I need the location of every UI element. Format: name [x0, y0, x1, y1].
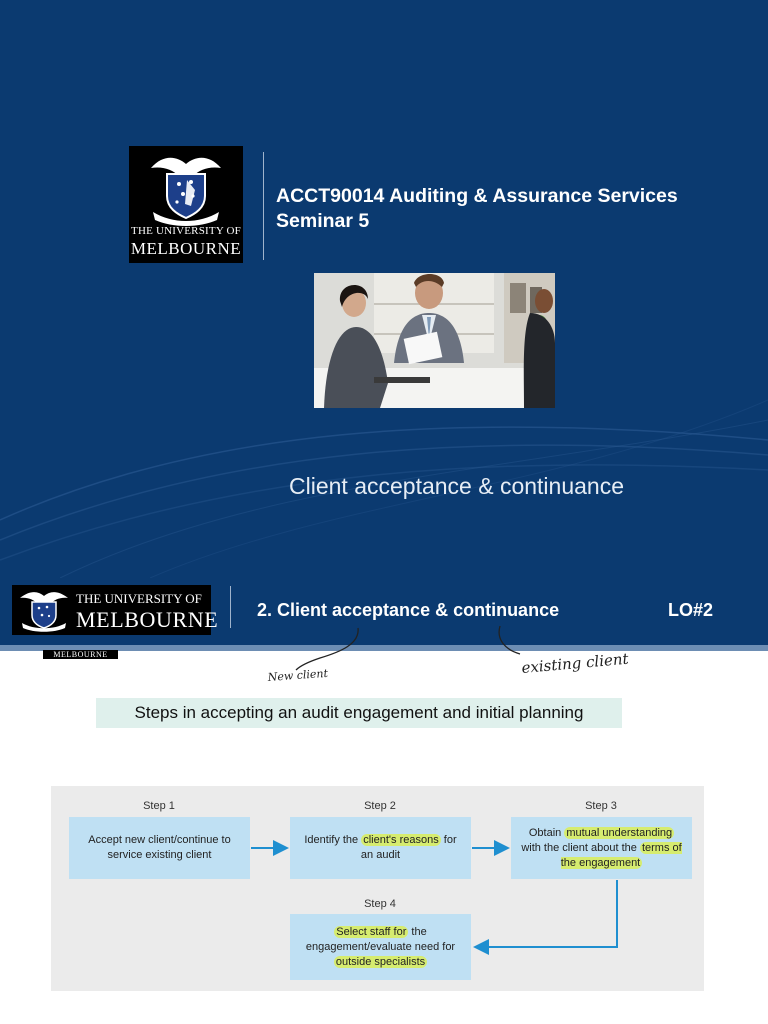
- university-logo-small: THE UNIVERSITY OF MELBOURNE: [12, 585, 218, 635]
- crest-icon: [20, 592, 68, 632]
- slide-title: 2. Client acceptance & continuance: [257, 600, 560, 620]
- flow-arrows: [251, 840, 618, 955]
- step-text-4: Select staff for the engagement/evaluate…: [298, 925, 463, 970]
- step-box-4: Select staff for the engagement/evaluate…: [290, 914, 471, 980]
- arrow-step3-to-step4: [473, 880, 618, 955]
- highlighted-phrase: client's reasons: [361, 834, 441, 846]
- course-title: ACCT90014 Auditing & Assurance Services …: [276, 184, 678, 234]
- step-text-segment: the engagement/evaluate need for: [305, 925, 456, 953]
- highlighted-phrase: mutual understanding: [564, 826, 675, 839]
- topic-title: Client acceptance & continuance: [289, 473, 624, 499]
- step-text-2: Identify the client's reasons for an aud…: [298, 833, 463, 863]
- step-text-3: Obtain mutual understanding with the cli…: [519, 826, 684, 871]
- title-divider: [263, 152, 264, 260]
- step-text-segment: Identify the: [304, 834, 362, 846]
- logo-text-line2: MELBOURNE: [76, 607, 219, 632]
- university-logo: THE UNIVERSITY OF MELBOURNE: [129, 146, 243, 263]
- highlighted-phrase: Select staff for: [334, 925, 409, 938]
- header-band: [0, 645, 768, 651]
- step-box-2: Identify the client's reasons for an aud…: [290, 817, 471, 879]
- step-text-segment: with the client about the: [521, 841, 640, 854]
- step-box-1: Accept new client/continue to service ex…: [69, 817, 250, 879]
- course-code-line: ACCT90014 Auditing & Assurance Services: [276, 185, 678, 207]
- logo-text-line2: MELBOURNE: [130, 239, 242, 258]
- highlighted-phrase: outside specialists: [333, 955, 428, 968]
- step-label-1: Step 1: [143, 800, 175, 812]
- crest-icon: [151, 157, 221, 226]
- seminar-line: Seminar 5: [276, 210, 370, 232]
- step-label-3: Step 3: [585, 800, 617, 812]
- header-divider: [230, 586, 231, 628]
- step-label-2: Step 2: [364, 800, 396, 812]
- step-label-4: Step 4: [364, 898, 396, 910]
- logo-fragment: MELBOURNE: [43, 650, 118, 659]
- step-text-1: Accept new client/continue to service ex…: [77, 833, 242, 863]
- annotation-existing-client: existing client: [521, 650, 630, 677]
- content-slide: THE UNIVERSITY OF MELBOURNE 2. Client ac…: [0, 578, 768, 1024]
- handwritten-annotations: New client existing client: [266, 625, 630, 684]
- title-slide: THE UNIVERSITY OF MELBOURNE ACCT90014 Au…: [0, 0, 768, 578]
- logo-text-line1: THE UNIVERSITY OF: [76, 591, 202, 606]
- step-box-3: Obtain mutual understanding with the cli…: [511, 817, 692, 879]
- background-swoosh: [0, 399, 768, 578]
- step-text-segment: Obtain: [528, 826, 565, 839]
- annotation-new-client: New client: [266, 667, 329, 684]
- logo-text-line1: THE UNIVERSITY OF: [131, 225, 241, 237]
- slide-header: THE UNIVERSITY OF MELBOURNE 2. Client ac…: [0, 578, 768, 651]
- diagram-subtitle: Steps in accepting an audit engagement a…: [96, 698, 622, 728]
- learning-objective-tag: LO#2: [668, 600, 714, 620]
- step-text-segment: Accept new client/continue to service ex…: [88, 834, 231, 861]
- process-flow-diagram: Step 1 Step 2 Step 3 Step 4 Accept new c…: [51, 786, 704, 991]
- step-text-segment: for an audit: [360, 834, 457, 861]
- meeting-photo: [314, 273, 555, 408]
